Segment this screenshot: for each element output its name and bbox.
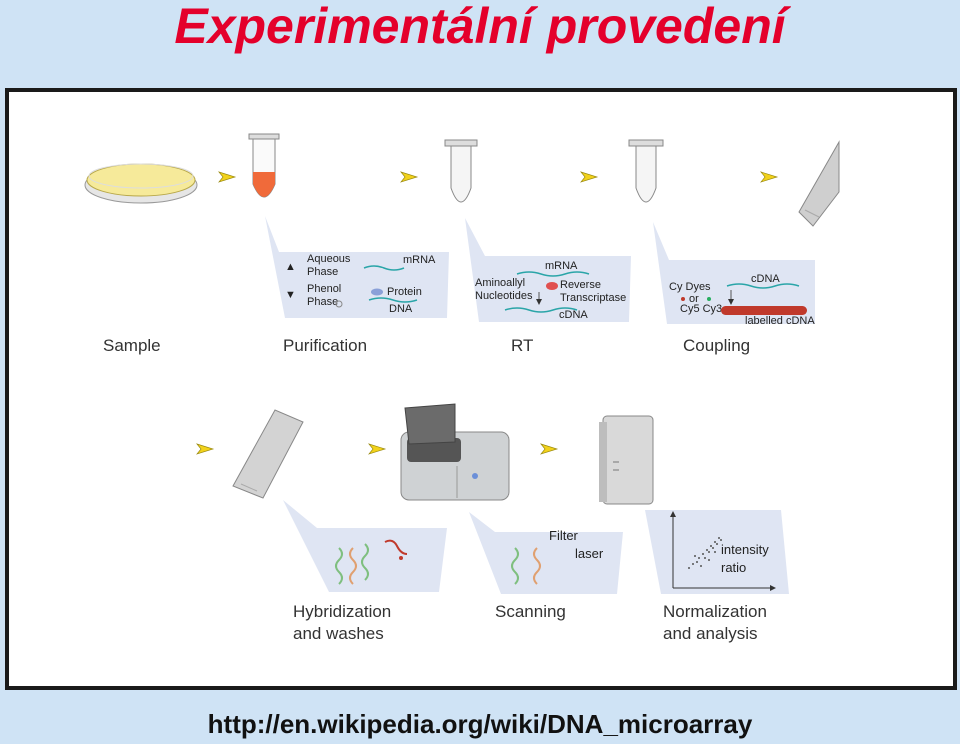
- scanning-panel: Filter laser: [469, 512, 623, 594]
- petri-dish-icon: [84, 163, 198, 204]
- microarray-slide-icon: [798, 140, 840, 227]
- intensity-label: intensity: [721, 542, 769, 557]
- svg-text:▲: ▲: [285, 261, 296, 273]
- arrow-icon: [540, 443, 559, 455]
- arrow-icon: [760, 171, 779, 183]
- filter-label: Filter: [549, 528, 579, 543]
- arrow-icon: [368, 443, 387, 455]
- tube-with-sample-icon: [248, 133, 280, 198]
- scatter-cloud: [688, 537, 722, 569]
- step-sample-label: Sample: [103, 336, 161, 355]
- dna-label: DNA: [389, 303, 413, 315]
- coupling-cdna-label: cDNA: [751, 273, 780, 285]
- microarray-workflow-diagram: Aqueous Phase Phenol Phase ▲ ▼ mRNA Prot…: [84, 133, 840, 643]
- aminoallyl-label: Aminoallyl: [475, 277, 525, 289]
- arrow-icon: [580, 171, 599, 183]
- slide-title: Experimentální provedení: [174, 0, 786, 54]
- coupling-panel: Cy Dyes or Cy5 Cy3 cDNA labelled cDNA: [653, 222, 815, 327]
- diagram-frame: Aqueous Phase Phenol Phase ▲ ▼ mRNA Prot…: [5, 88, 957, 690]
- source-url: http://en.wikipedia.org/wiki/DNA_microar…: [207, 709, 753, 739]
- labelled-cdna-label: labelled cDNA: [745, 315, 815, 327]
- step-hybridization-label-1: Hybridization: [293, 602, 391, 621]
- svg-text:▼: ▼: [285, 289, 296, 301]
- transcriptase-label: Transcriptase: [560, 292, 626, 304]
- step-rt-label: RT: [511, 336, 533, 355]
- or-label: or: [689, 293, 699, 305]
- step-coupling-label: Coupling: [683, 336, 750, 355]
- cy-dyes-label: Cy Dyes: [669, 281, 711, 293]
- hybridization-panel: [283, 500, 447, 592]
- protein-label: Protein: [387, 286, 422, 298]
- phenol-label-1: Phenol: [307, 283, 341, 295]
- arrow-icon: [196, 443, 215, 455]
- cy5-cy3-label: Cy5 Cy3: [680, 303, 722, 315]
- arrow-icon: [400, 171, 419, 183]
- mrna-label: mRNA: [403, 254, 436, 266]
- ratio-label: ratio: [721, 560, 746, 575]
- nucleotides-label: Nucleotides: [475, 290, 533, 302]
- step-hybridization-label-2: and washes: [293, 624, 384, 643]
- computer-icon: [599, 415, 654, 505]
- laser-label: laser: [575, 546, 604, 561]
- empty-tube-icon: [628, 139, 664, 203]
- aqueous-label-1: Aqueous: [307, 253, 351, 265]
- rt-cdna-label: cDNA: [559, 309, 588, 321]
- reverse-label: Reverse: [560, 279, 601, 291]
- arrow-icon: [218, 171, 237, 183]
- rt-panel: mRNA Aminoallyl Nucleotides Reverse Tran…: [465, 218, 631, 322]
- aqueous-label-2: Phase: [307, 266, 338, 278]
- normalization-panel: intensity ratio: [645, 510, 789, 594]
- step-scanning-label: Scanning: [495, 602, 566, 621]
- scanner-icon: [400, 403, 510, 501]
- rt-mrna-label: mRNA: [545, 260, 578, 272]
- microarray-slide-icon: [232, 409, 304, 499]
- phenol-label-2: Phase: [307, 296, 338, 308]
- empty-tube-icon: [444, 139, 478, 203]
- step-purification-label: Purification: [283, 336, 367, 355]
- step-normalization-label-1: Normalization: [663, 602, 767, 621]
- purification-panel: Aqueous Phase Phenol Phase ▲ ▼ mRNA Prot…: [265, 216, 449, 318]
- step-normalization-label-2: and analysis: [663, 624, 758, 643]
